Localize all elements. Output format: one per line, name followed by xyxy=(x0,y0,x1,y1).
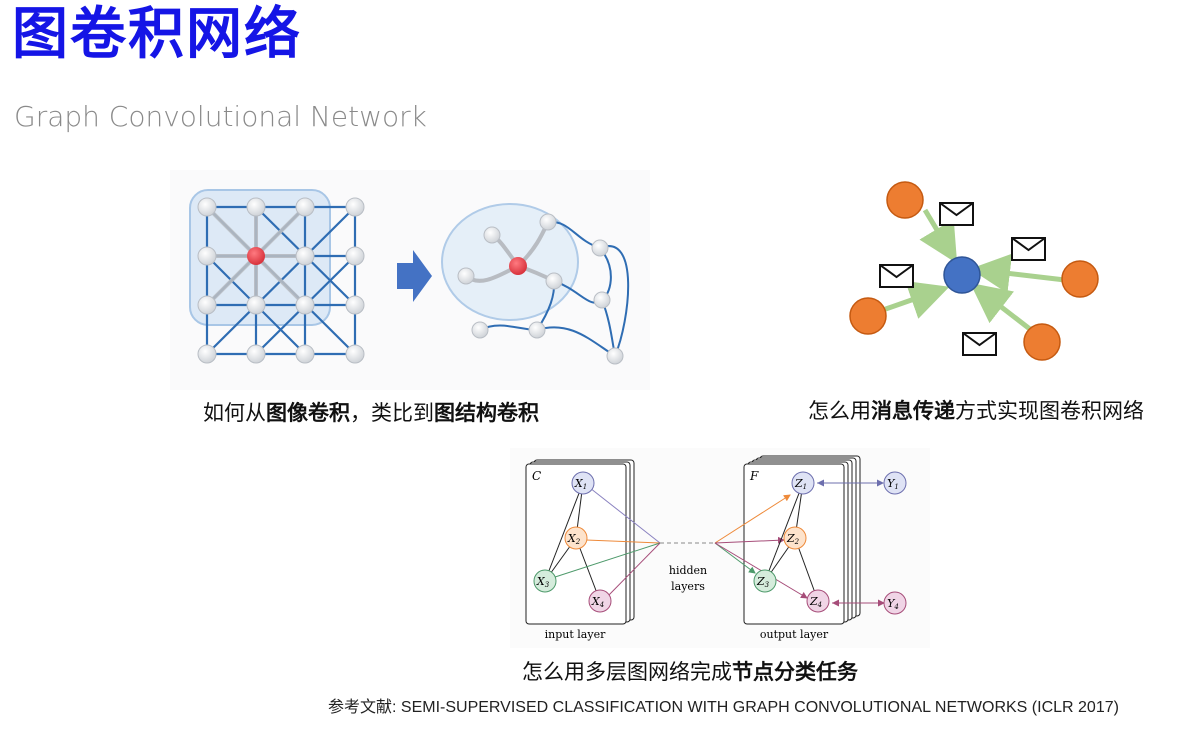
source-node xyxy=(886,181,924,219)
grid-center-node xyxy=(247,247,265,265)
input-node-x3: X3 xyxy=(533,569,557,593)
reference-note: 参考文献: SEMI-SUPERVISED CLASSIFICATION WIT… xyxy=(328,699,1119,716)
svg-text:X1: X1 xyxy=(574,477,587,491)
output-node-z2: Z2 xyxy=(783,526,807,550)
envelope-icon xyxy=(1011,237,1046,261)
caption-image-to-graph: 如何从图像卷积，类比到图结构卷积 xyxy=(203,401,539,425)
page-subtitle: Graph Convolutional Network xyxy=(14,100,427,133)
hidden-layers-text: hidden xyxy=(669,564,707,577)
graph-center-node xyxy=(509,257,527,275)
message-passing-figure xyxy=(849,181,1099,361)
svg-text:X4: X4 xyxy=(591,595,604,609)
hidden-layers-text: layers xyxy=(671,580,705,593)
svg-text:Z2: Z2 xyxy=(786,532,800,546)
output-channel-label: F xyxy=(749,469,759,483)
output-node-z3: Z3 xyxy=(753,569,777,593)
target-node xyxy=(943,256,981,294)
envelope-icon xyxy=(879,264,914,288)
gcn-layers-figure: C F hidden layers X1 X2 X3 X4 xyxy=(510,448,930,648)
svg-text:Y1: Y1 xyxy=(887,477,899,491)
svg-text:Z3: Z3 xyxy=(756,575,770,589)
envelope-icon xyxy=(939,202,974,226)
label-node-y4: Y4 xyxy=(883,591,907,615)
page-title: 图卷积网络 xyxy=(12,2,302,67)
caption-node-classification: 怎么用多层图网络完成节点分类任务 xyxy=(522,660,858,684)
image-to-graph-figure xyxy=(170,170,650,390)
input-layer-label: input layer xyxy=(545,628,606,641)
input-node-x2: X2 xyxy=(564,526,588,550)
right-arrow-icon xyxy=(397,250,432,302)
source-node xyxy=(849,297,887,335)
svg-text:Z1: Z1 xyxy=(794,477,807,491)
output-layer-label: output layer xyxy=(760,628,829,641)
svg-text:X2: X2 xyxy=(567,532,581,546)
svg-text:Z4: Z4 xyxy=(809,595,822,609)
input-node-x4: X4 xyxy=(588,589,612,613)
output-node-z4: Z4 xyxy=(806,589,830,613)
grid-nodes xyxy=(197,197,365,364)
svg-text:X3: X3 xyxy=(536,575,550,589)
label-node-y1: Y1 xyxy=(883,471,907,495)
input-channel-label: C xyxy=(532,469,541,483)
source-node xyxy=(1061,260,1099,298)
svg-text:Y4: Y4 xyxy=(887,597,899,611)
input-node-x1: X1 xyxy=(571,471,595,495)
output-node-z1: Z1 xyxy=(791,471,815,495)
caption-message-passing: 怎么用消息传递方式实现图卷积网络 xyxy=(808,399,1144,423)
envelope-icon xyxy=(962,332,997,356)
source-node xyxy=(1023,323,1061,361)
